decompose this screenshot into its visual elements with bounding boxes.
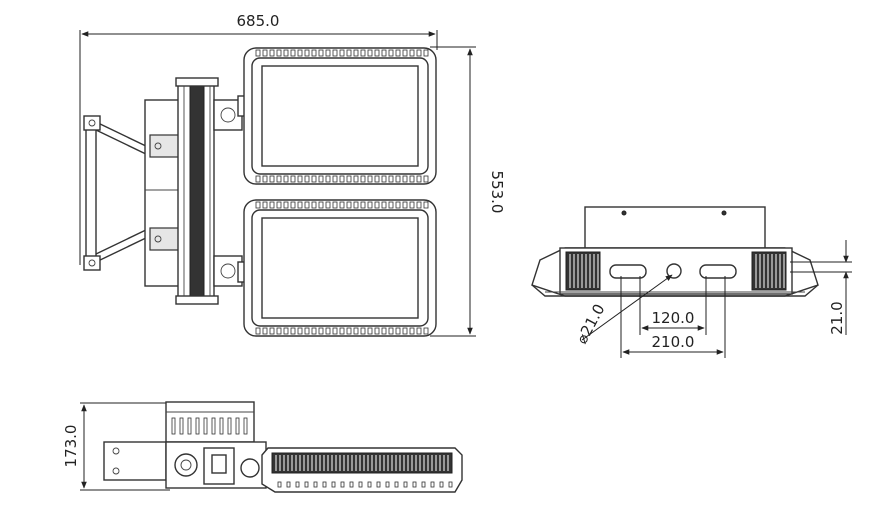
front-view: 685.0 553.0 <box>79 12 506 337</box>
dim-slot-outer: 210.0 <box>652 333 695 351</box>
mounting-bracket <box>83 115 151 271</box>
side-view: 173.0 <box>62 401 463 493</box>
dim-overall-width: 685.0 <box>237 12 280 30</box>
lamp-module-top <box>243 47 437 185</box>
dim-hole-diameter: ⌀21.0 <box>573 301 609 347</box>
dim-overall-height: 553.0 <box>488 171 506 214</box>
pivot-mounts <box>213 95 247 287</box>
dim-slot-inner: 120.0 <box>652 309 695 327</box>
end-view: ⌀21.0 120.0 210.0 21.0 <box>531 206 852 358</box>
dim-side-depth: 173.0 <box>62 425 80 468</box>
lamp-module-bottom <box>243 199 437 337</box>
dim-bracket-thickness: 21.0 <box>828 301 846 334</box>
heatsink-spine <box>175 77 219 305</box>
